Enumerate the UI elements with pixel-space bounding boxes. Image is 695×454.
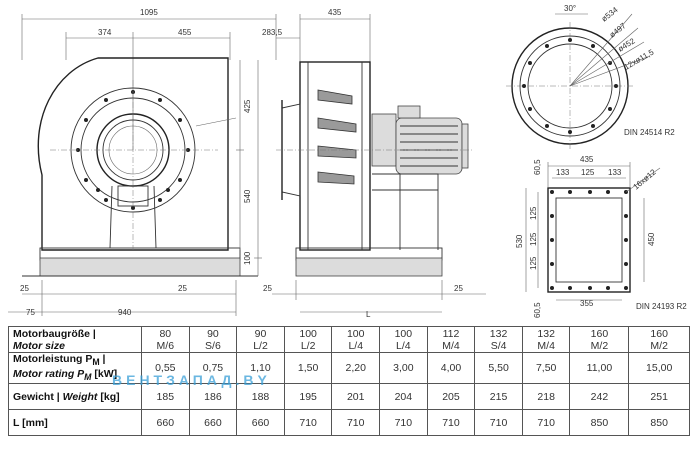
dim-d-outer: ø534 <box>600 5 620 24</box>
table-row: Motorleistung PM |Motor rating PM [kW]0,… <box>8 351 690 385</box>
dim-sq-left-3: 125 <box>529 256 538 270</box>
side-view: 435 283,5 25 25 L <box>262 8 486 319</box>
dim-bottom-offset: 75 <box>26 308 35 317</box>
table-cell: 2,20 <box>331 351 381 385</box>
table-cell: 7,50 <box>521 351 571 385</box>
table-cell: 185 <box>141 383 190 411</box>
table-cell: 201 <box>331 383 381 411</box>
table-cell: 132 S/4 <box>474 326 523 353</box>
dim-base-height: 100 <box>243 251 252 265</box>
table-cell: 11,00 <box>569 351 630 385</box>
dim-side-foot-left: 25 <box>263 284 272 293</box>
dim-inlet-depth: 283,5 <box>262 28 283 37</box>
table-cell: 90 L/2 <box>236 326 285 353</box>
dim-inlet-left: 374 <box>98 28 112 37</box>
dim-sq-top-margin: 60,5 <box>533 159 542 175</box>
row-label: Gewicht | Weight [kg] <box>8 383 142 411</box>
table-cell: 100 L/4 <box>331 326 381 353</box>
table-cell: 660 <box>188 409 238 437</box>
table-cell: 710 <box>521 409 571 437</box>
table-cell: 100 L/2 <box>283 326 333 353</box>
table-cell: 160 M/2 <box>569 326 630 353</box>
table-cell: 100 L/4 <box>379 326 428 353</box>
table-cell: 1,10 <box>236 351 285 385</box>
dim-sq-left-height: 530 <box>515 234 524 248</box>
table-cell: 3,00 <box>379 351 428 385</box>
dim-sq-inner-height: 450 <box>647 232 656 246</box>
round-flange: 30° ø534 ø497 ø452 12xø11,5 DIN 24514 R2 <box>506 4 675 150</box>
table-cell: 15,00 <box>628 351 690 385</box>
dim-foot-left: 25 <box>20 284 29 293</box>
dim-sq-bottom-margin: 60,5 <box>533 302 542 318</box>
front-view: 1095 374 455 <box>8 8 277 317</box>
table-cell: 218 <box>521 383 571 411</box>
table-cell: 186 <box>188 383 238 411</box>
table-cell: 850 <box>628 409 690 437</box>
table-cell: 710 <box>379 409 428 437</box>
table-cell: 251 <box>628 383 690 411</box>
table-cell: 660 <box>236 409 285 437</box>
dim-round-holes: 12xø11,5 <box>623 47 656 71</box>
dim-sq-left-2: 125 <box>529 232 538 246</box>
din-round-label: DIN 24514 R2 <box>624 128 675 137</box>
dim-d-bolt: ø497 <box>608 21 628 40</box>
table-cell: 710 <box>283 409 333 437</box>
technical-drawing: 1095 374 455 <box>8 4 687 319</box>
table-cell: 0,75 <box>188 351 238 385</box>
table-cell: 215 <box>474 383 523 411</box>
dim-sq-top-1: 133 <box>556 168 570 177</box>
dim-sq-top-3: 133 <box>608 168 622 177</box>
square-flange: 435 133 125 133 16xø12 60,5 530 125 125 … <box>515 155 687 318</box>
dim-angle: 30° <box>564 4 576 13</box>
dim-sq-holes: 16xø12 <box>632 167 659 191</box>
table-cell: 205 <box>426 383 476 411</box>
table-cell: 90 S/6 <box>188 326 238 353</box>
dim-height-total: 540 <box>243 189 252 203</box>
table-cell: 850 <box>569 409 630 437</box>
table-cell: 710 <box>426 409 476 437</box>
table-cell: 132 M/4 <box>521 326 571 353</box>
table-cell: 160 M/2 <box>628 326 690 353</box>
table-cell: 5,50 <box>474 351 523 385</box>
table-cell: 710 <box>474 409 523 437</box>
dim-length-symbol: L <box>366 310 371 319</box>
table-cell: 0,55 <box>141 351 190 385</box>
table-cell: 112 M/4 <box>426 326 476 353</box>
dim-side-foot-right: 25 <box>454 284 463 293</box>
dim-sq-bottom-width: 355 <box>580 299 594 308</box>
watermark: ВЕНТЗАПАД.BY <box>112 372 271 388</box>
dim-height-upper: 425 <box>243 99 252 113</box>
dim-d-inner: ø452 <box>616 36 637 54</box>
dim-sq-top-overall: 435 <box>580 155 594 164</box>
dim-inlet-right: 455 <box>178 28 192 37</box>
dim-base-length: 940 <box>118 308 132 317</box>
table-cell: 204 <box>379 383 428 411</box>
din-square-label: DIN 24193 R2 <box>636 302 687 311</box>
row-label: Motorbaugröße |Motor size <box>8 326 142 353</box>
dim-foot-right: 25 <box>178 284 187 293</box>
table-cell: 195 <box>283 383 333 411</box>
table-cell: 80 M/6 <box>141 326 190 353</box>
table-cell: 1,50 <box>283 351 333 385</box>
row-label: Motorleistung PM |Motor rating PM [kW] <box>8 351 142 385</box>
row-label: L [mm] <box>8 409 142 437</box>
table-cell: 710 <box>331 409 381 437</box>
table-cell: 242 <box>569 383 630 411</box>
dim-sq-top-2: 125 <box>581 168 595 177</box>
table-cell: 4,00 <box>426 351 476 385</box>
table-cell: 660 <box>141 409 190 437</box>
dim-sq-left-1: 125 <box>529 206 538 220</box>
dim-top-width: 435 <box>328 8 342 17</box>
dim-overall-width: 1095 <box>140 8 158 17</box>
table-cell: 188 <box>236 383 285 411</box>
